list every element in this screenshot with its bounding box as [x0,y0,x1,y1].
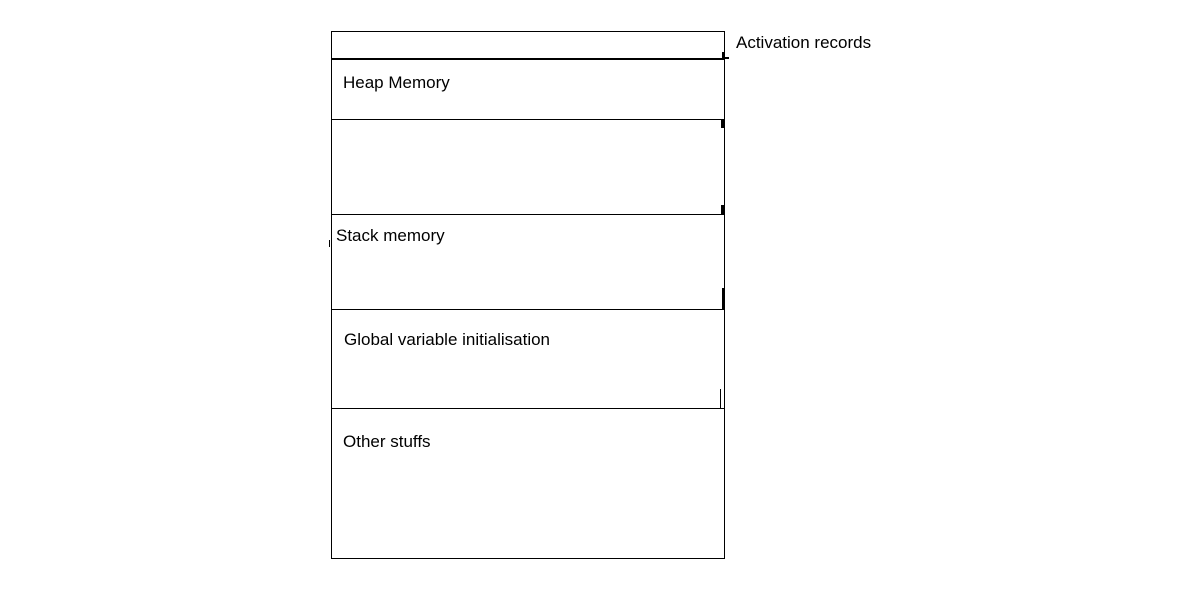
line-artifact [721,205,725,214]
section-activation-records-box [332,32,724,58]
line-artifact [724,57,729,59]
line-artifact [722,288,725,309]
section-label: Other stuffs [343,432,431,451]
annotation-activation-records: Activation records [736,33,872,52]
section-heap-memory: Heap Memory [332,58,724,119]
line-artifact [721,120,725,128]
section-stack-memory: Stack memory [332,214,724,309]
section-label: Heap Memory [343,73,450,92]
section-empty [332,119,724,214]
section-global-variable-initialisation: Global variable initialisation [332,309,724,408]
line-artifact [329,240,330,247]
line-artifact [720,389,721,408]
section-other-stuffs: Other stuffs [332,408,724,558]
memory-stack-diagram: Heap Memory Stack memory Global variable… [331,31,725,559]
line-artifact [722,52,724,58]
section-label: Stack memory [336,226,445,245]
section-label: Global variable initialisation [344,330,551,349]
